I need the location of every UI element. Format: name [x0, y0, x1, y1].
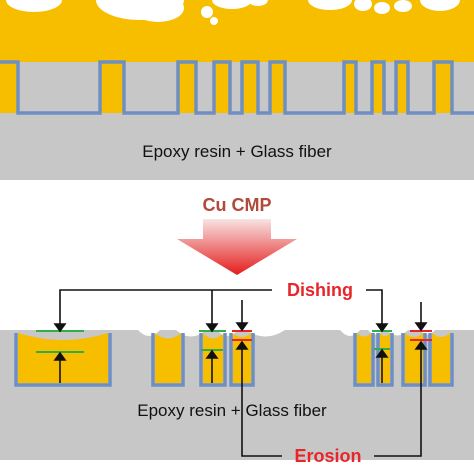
process-label: Cu CMP: [203, 195, 272, 215]
top-panel: Epoxy resin + Glass fiber: [0, 0, 474, 180]
dishing-leaders: [59, 289, 383, 318]
top-copper-voids: [6, 0, 460, 25]
measurement-arrows: [53, 296, 428, 398]
dishing-label: Dishing: [287, 280, 353, 300]
top-substrate-label: Epoxy resin + Glass fiber: [142, 142, 332, 161]
erosion-label: Erosion: [294, 446, 361, 466]
erosion-leaders: [241, 383, 422, 457]
bottom-panel: Dishing Epoxy resin + Glass fiber Erosio…: [0, 280, 474, 466]
bottom-barrier-liners: [14, 333, 454, 387]
top-barrier-liner: [0, 60, 474, 115]
process-step: Cu CMP: [177, 195, 297, 275]
process-arrow: [177, 219, 297, 275]
bottom-substrate-label: Epoxy resin + Glass fiber: [137, 401, 327, 420]
